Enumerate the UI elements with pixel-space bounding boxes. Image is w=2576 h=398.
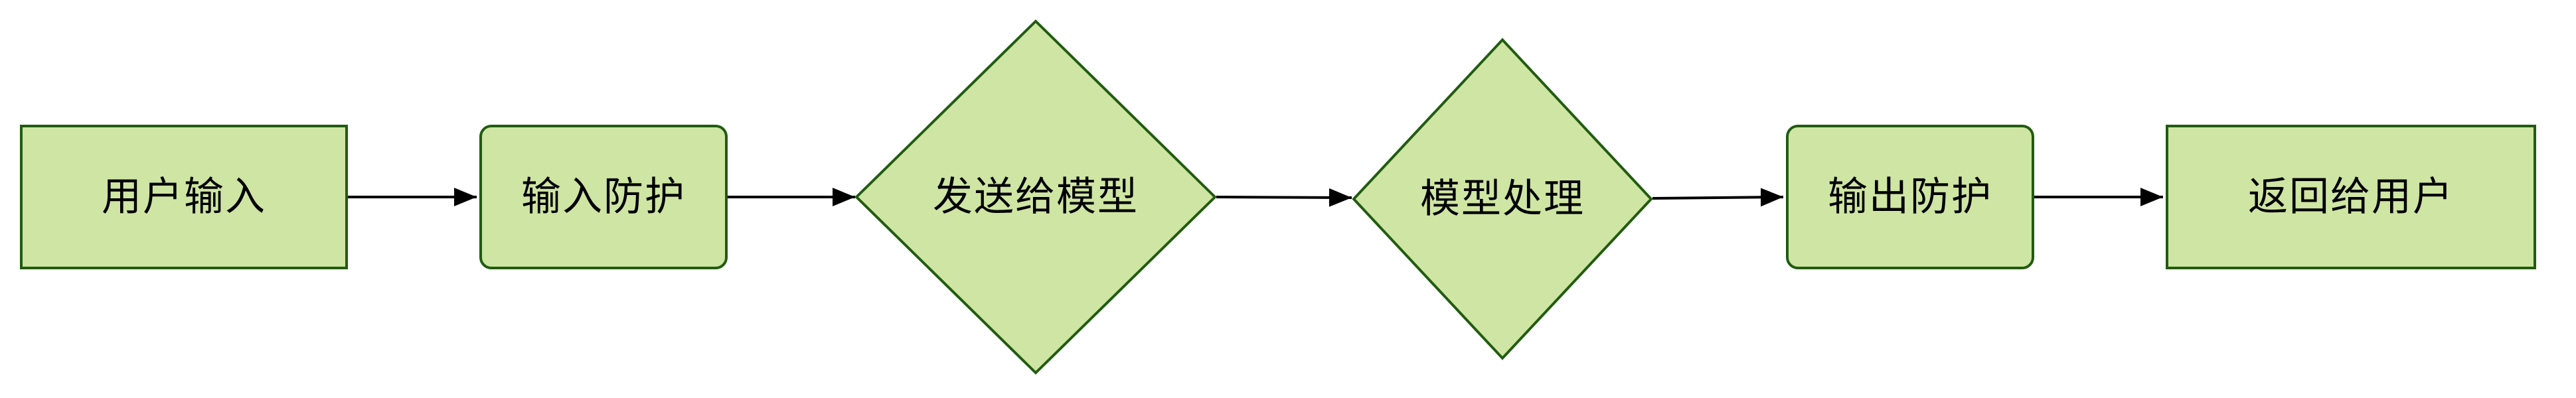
node-label: 用户输入 — [102, 174, 266, 220]
node-model-process-shape — [1352, 38, 1653, 360]
node-label: 返回给用户 — [2248, 174, 2454, 220]
edge-model-process-to-output-guard — [1652, 188, 1784, 207]
node-label: 输出防护 — [1828, 174, 1992, 220]
node-user-input: 用户输入 — [20, 125, 348, 269]
edge-send-to-model-to-model-process — [1216, 188, 1352, 207]
node-label: 输入防护 — [521, 174, 686, 220]
node-input-guard: 输入防护 — [479, 125, 728, 269]
node-send-to-model-shape — [854, 19, 1217, 375]
node-output-guard: 输出防护 — [1786, 125, 2034, 269]
node-return-to-user: 返回给用户 — [2166, 125, 2536, 269]
